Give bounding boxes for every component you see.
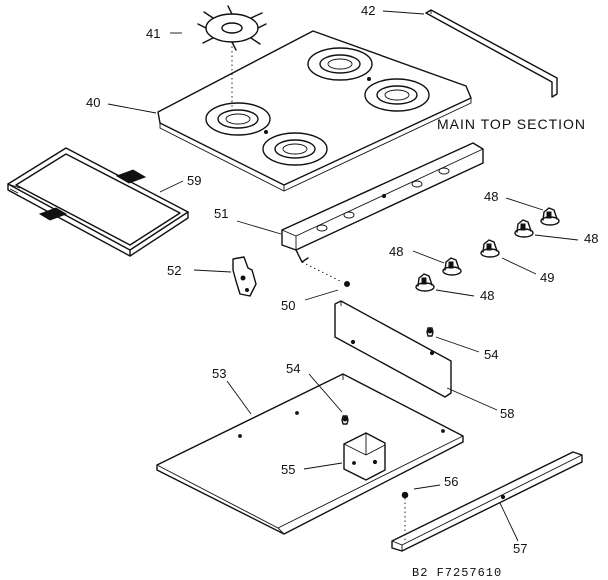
part-56-screw — [401, 491, 409, 499]
diagram-title: MAIN TOP SECTION — [437, 116, 586, 132]
label-52: 52 — [167, 263, 181, 278]
leader-51 — [236, 220, 282, 235]
label-41: 41 — [146, 26, 160, 41]
part-40-cooktop — [157, 30, 472, 192]
label-54a: 54 — [286, 361, 300, 376]
leader-56 — [413, 484, 441, 490]
label-51: 51 — [214, 206, 228, 221]
part-57-front-rail — [391, 451, 583, 552]
dotted-51-50 — [301, 261, 343, 283]
label-40: 40 — [86, 95, 100, 110]
part-53-burner-box — [156, 373, 464, 535]
leader-52 — [193, 269, 232, 273]
label-54b: 54 — [484, 347, 498, 362]
label-48c: 48 — [389, 244, 403, 259]
label-50: 50 — [281, 298, 295, 313]
part-55-bracket — [343, 432, 386, 481]
part-49-knob — [480, 239, 500, 258]
part-52-bracket — [232, 256, 257, 297]
label-49: 49 — [540, 270, 554, 285]
leader-42 — [382, 10, 425, 15]
leader-54a — [308, 373, 343, 413]
part-54-screw-lower — [341, 415, 349, 425]
part-48-knob-upper-a — [540, 207, 560, 226]
label-57: 57 — [513, 541, 527, 556]
part-42-rear-trim — [425, 9, 558, 98]
label-48d: 48 — [480, 288, 494, 303]
part-51-manifold-panel — [281, 142, 484, 263]
part-54-screw-upper — [426, 327, 434, 337]
label-53: 53 — [212, 366, 226, 381]
part-50-screw — [344, 281, 350, 287]
label-56: 56 — [444, 474, 458, 489]
part-58-control-panel — [334, 300, 452, 398]
leader-40 — [107, 103, 157, 114]
leader-57 — [499, 502, 519, 542]
leader-48c — [412, 250, 445, 264]
leader-58 — [446, 387, 498, 411]
part-48-knob-upper-b — [514, 219, 534, 238]
leader-54b — [435, 336, 480, 353]
part-59-tray — [7, 147, 189, 257]
drawing-code: B2 F7257610 — [412, 566, 502, 580]
part-41-burner-grate — [197, 5, 267, 110]
leader-55 — [303, 462, 343, 470]
label-42: 42 — [361, 3, 375, 18]
part-48-knob-lower — [415, 273, 435, 292]
leader-59 — [159, 180, 184, 193]
label-58: 58 — [500, 406, 514, 421]
label-55: 55 — [281, 462, 295, 477]
leader-53 — [226, 380, 252, 415]
leader-48a — [505, 197, 544, 211]
leader-50 — [304, 289, 339, 301]
leader-49 — [501, 257, 537, 275]
leader-48d — [435, 289, 475, 297]
part-48-knob-mid — [442, 257, 462, 276]
label-48b: 48 — [584, 231, 598, 246]
leader-48b — [534, 234, 579, 241]
label-48a: 48 — [484, 189, 498, 204]
label-59: 59 — [187, 173, 201, 188]
